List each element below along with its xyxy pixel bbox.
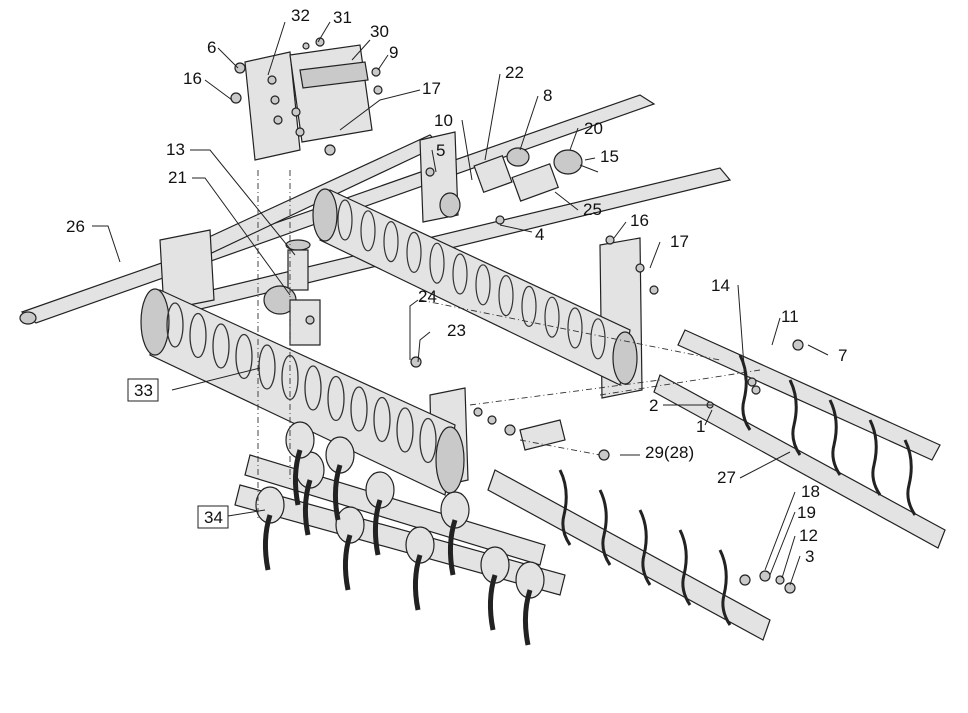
roller-bar	[350, 386, 368, 432]
star-tooth	[262, 514, 273, 571]
front-roller-bars	[166, 302, 437, 464]
roller-bar	[166, 302, 184, 348]
roller-bar	[258, 344, 276, 390]
callout-1: 1	[696, 417, 705, 436]
leader-lines	[92, 21, 829, 586]
spring-assembly-left	[263, 239, 321, 346]
callout-12: 12	[799, 526, 818, 545]
callout-22: 22	[505, 63, 524, 82]
callout-27: 27	[717, 468, 736, 487]
roller-bar	[475, 264, 491, 306]
callout-24: 24	[418, 287, 437, 306]
callout-10: 10	[434, 111, 453, 130]
star-wheels	[255, 421, 545, 646]
callout-17-right: 17	[670, 232, 689, 251]
star-tooth	[372, 499, 383, 556]
tine	[558, 469, 572, 546]
callout-33: 33	[134, 381, 153, 400]
star-tooth	[447, 519, 458, 576]
roller-bar	[304, 365, 322, 411]
callout-3: 3	[805, 547, 814, 566]
callout-30: 30	[370, 22, 389, 41]
callout-box-34	[197, 505, 229, 529]
callout-20: 20	[584, 119, 603, 138]
star-tooth	[332, 464, 343, 521]
star-tooth	[342, 534, 353, 591]
roller-bar	[396, 407, 414, 453]
rear-roller-bars	[337, 199, 606, 360]
tine	[788, 379, 802, 456]
callout-23: 23	[447, 321, 466, 340]
callout-box-33	[127, 378, 159, 402]
harrow-tines	[558, 354, 917, 626]
roller-bar	[452, 253, 468, 295]
roller-bar	[235, 333, 253, 380]
roller-bar	[521, 285, 537, 327]
callout-29-28: 29(28)	[645, 443, 694, 462]
star-tooth	[487, 574, 498, 631]
callout-11: 11	[781, 307, 799, 326]
roller-bar	[498, 275, 514, 317]
callout-labels: 32 31 30 6 9 16 17 22 8 10 20 13 5 15 21…	[66, 6, 847, 566]
roller-bar	[189, 312, 207, 359]
tine	[678, 529, 692, 606]
roller-bar	[406, 231, 422, 273]
callout-7: 7	[838, 346, 847, 365]
rotary-star-harrow	[234, 454, 566, 596]
callout-21: 21	[168, 168, 187, 187]
upper-linkage-assembly	[230, 37, 383, 161]
callout-5: 5	[436, 141, 445, 160]
callout-16-right: 16	[630, 211, 649, 230]
callout-16: 16	[183, 69, 202, 88]
callout-34: 34	[204, 508, 223, 527]
callout-17: 17	[422, 79, 441, 98]
roller-bar	[544, 296, 560, 338]
roller-bar	[590, 318, 606, 360]
roller-bar	[337, 199, 353, 241]
roller-bar	[212, 323, 230, 369]
callout-31: 31	[333, 8, 352, 27]
roller-bar	[383, 221, 399, 263]
star-tooth	[412, 554, 423, 611]
assembly-center-lines	[257, 170, 761, 520]
callout-26: 26	[66, 217, 85, 236]
star-tooth	[292, 449, 303, 506]
roller-bar	[360, 210, 376, 252]
star-tooth	[522, 589, 533, 646]
callout-2: 2	[649, 396, 658, 415]
spring-damper-group	[439, 147, 599, 218]
callout-8: 8	[543, 86, 552, 105]
callout-14: 14	[711, 276, 730, 295]
roller-bar	[419, 417, 437, 464]
roller-bar	[429, 242, 445, 284]
roller-bar	[327, 375, 345, 422]
tine	[718, 549, 732, 626]
callout-19: 19	[797, 503, 816, 522]
tine	[598, 489, 612, 566]
tine	[903, 439, 917, 516]
roller-bar	[567, 307, 583, 349]
callout-6: 6	[207, 38, 216, 57]
callout-9: 9	[389, 43, 398, 62]
star-tooth	[302, 479, 313, 536]
callout-4: 4	[535, 225, 544, 244]
roller-bar	[373, 396, 391, 443]
tine	[868, 419, 882, 496]
callout-15: 15	[600, 147, 619, 166]
callout-13: 13	[166, 140, 185, 159]
callout-25: 25	[583, 200, 602, 219]
fasteners	[305, 167, 804, 594]
callout-32: 32	[291, 6, 310, 25]
tine	[638, 509, 652, 586]
callout-18: 18	[801, 482, 820, 501]
tine	[828, 399, 842, 476]
